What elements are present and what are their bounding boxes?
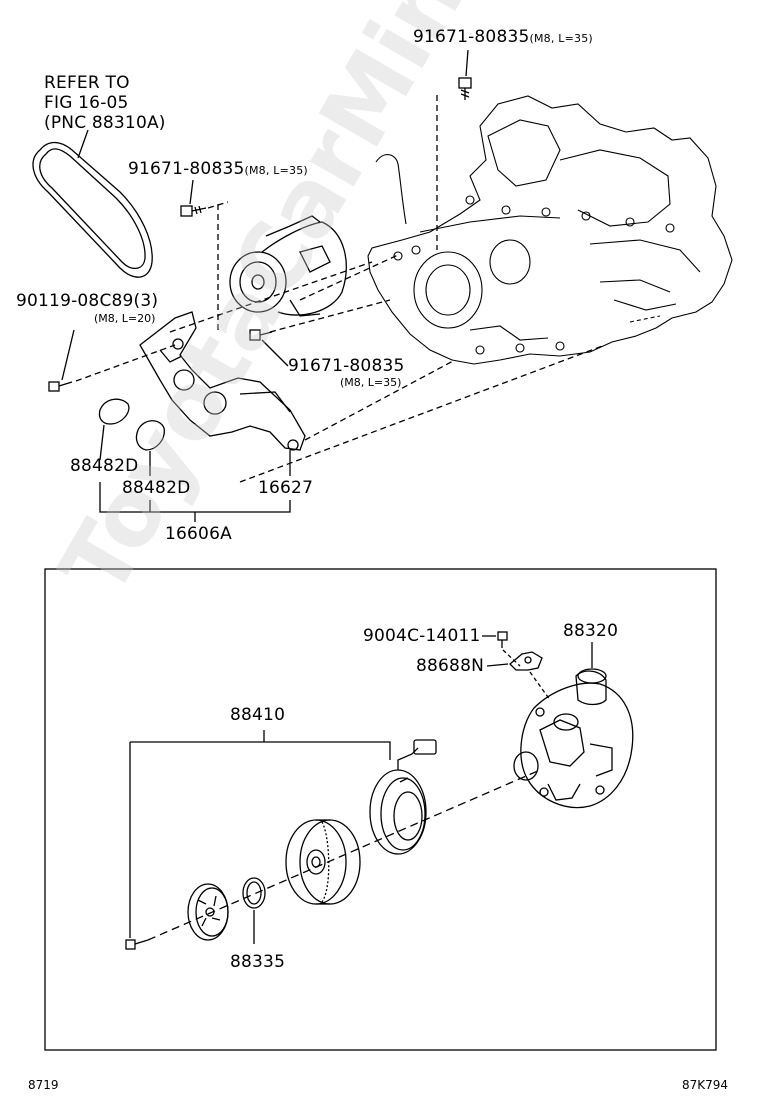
bolt-bracket <box>48 381 73 392</box>
bolt-lower-spec: (M8, L=35) <box>340 376 402 389</box>
bolt-top-leader <box>465 49 469 77</box>
compressor-upper <box>229 215 347 317</box>
bolt-lower-number[interactable]: 91671-80835 <box>288 356 405 376</box>
engine-block <box>367 95 733 365</box>
snap-ring-88335 <box>242 877 266 909</box>
detail-box <box>44 568 717 1051</box>
pressure-plate <box>187 883 229 941</box>
cap1-number[interactable]: 88482D <box>70 456 139 476</box>
v-belt <box>32 141 153 278</box>
bolt-top <box>458 77 472 100</box>
cap2-number[interactable]: 88482D <box>122 478 191 498</box>
footer-left-code: 8719 <box>28 1078 59 1092</box>
refer-line1: REFER TO <box>44 73 130 93</box>
bracket-16627 <box>139 311 306 451</box>
compressor-number[interactable]: 88320 <box>563 621 619 641</box>
field-coil <box>369 739 437 855</box>
bolt-bracket-spec: (M8, L=20) <box>94 312 156 325</box>
cap-2 <box>135 420 165 451</box>
screw-number[interactable]: 9004C-14011 <box>363 626 481 646</box>
clutch-set-number[interactable]: 88410 <box>230 705 286 725</box>
refer-line2: FIG 16-05 <box>44 93 129 113</box>
switch-number[interactable]: 88688N <box>416 656 484 676</box>
compressor-88320 <box>513 668 634 809</box>
bolt-top-number[interactable]: 91671-80835(M8, L=35) <box>413 27 593 47</box>
screw-9004c <box>497 631 508 648</box>
refer-line3: (PNC 88310A) <box>44 113 166 133</box>
bracket-number[interactable]: 16627 <box>258 478 314 498</box>
snap-ring-number[interactable]: 88335 <box>230 952 286 972</box>
bolt-bracket-number[interactable]: 90119-08C89(3) <box>16 291 159 311</box>
assembly-number[interactable]: 16606A <box>165 524 232 544</box>
cap-1 <box>98 398 130 425</box>
bolt-lower <box>249 329 273 341</box>
footer-right-code: 87K794 <box>682 1078 729 1092</box>
pulley <box>285 819 361 905</box>
belt-leader <box>77 129 89 159</box>
clutch-bolt <box>125 939 149 950</box>
switch-88688n <box>509 651 543 671</box>
bolt-mid <box>180 205 207 217</box>
bolt-mid-number[interactable]: 91671-80835(M8, L=35) <box>128 159 308 179</box>
